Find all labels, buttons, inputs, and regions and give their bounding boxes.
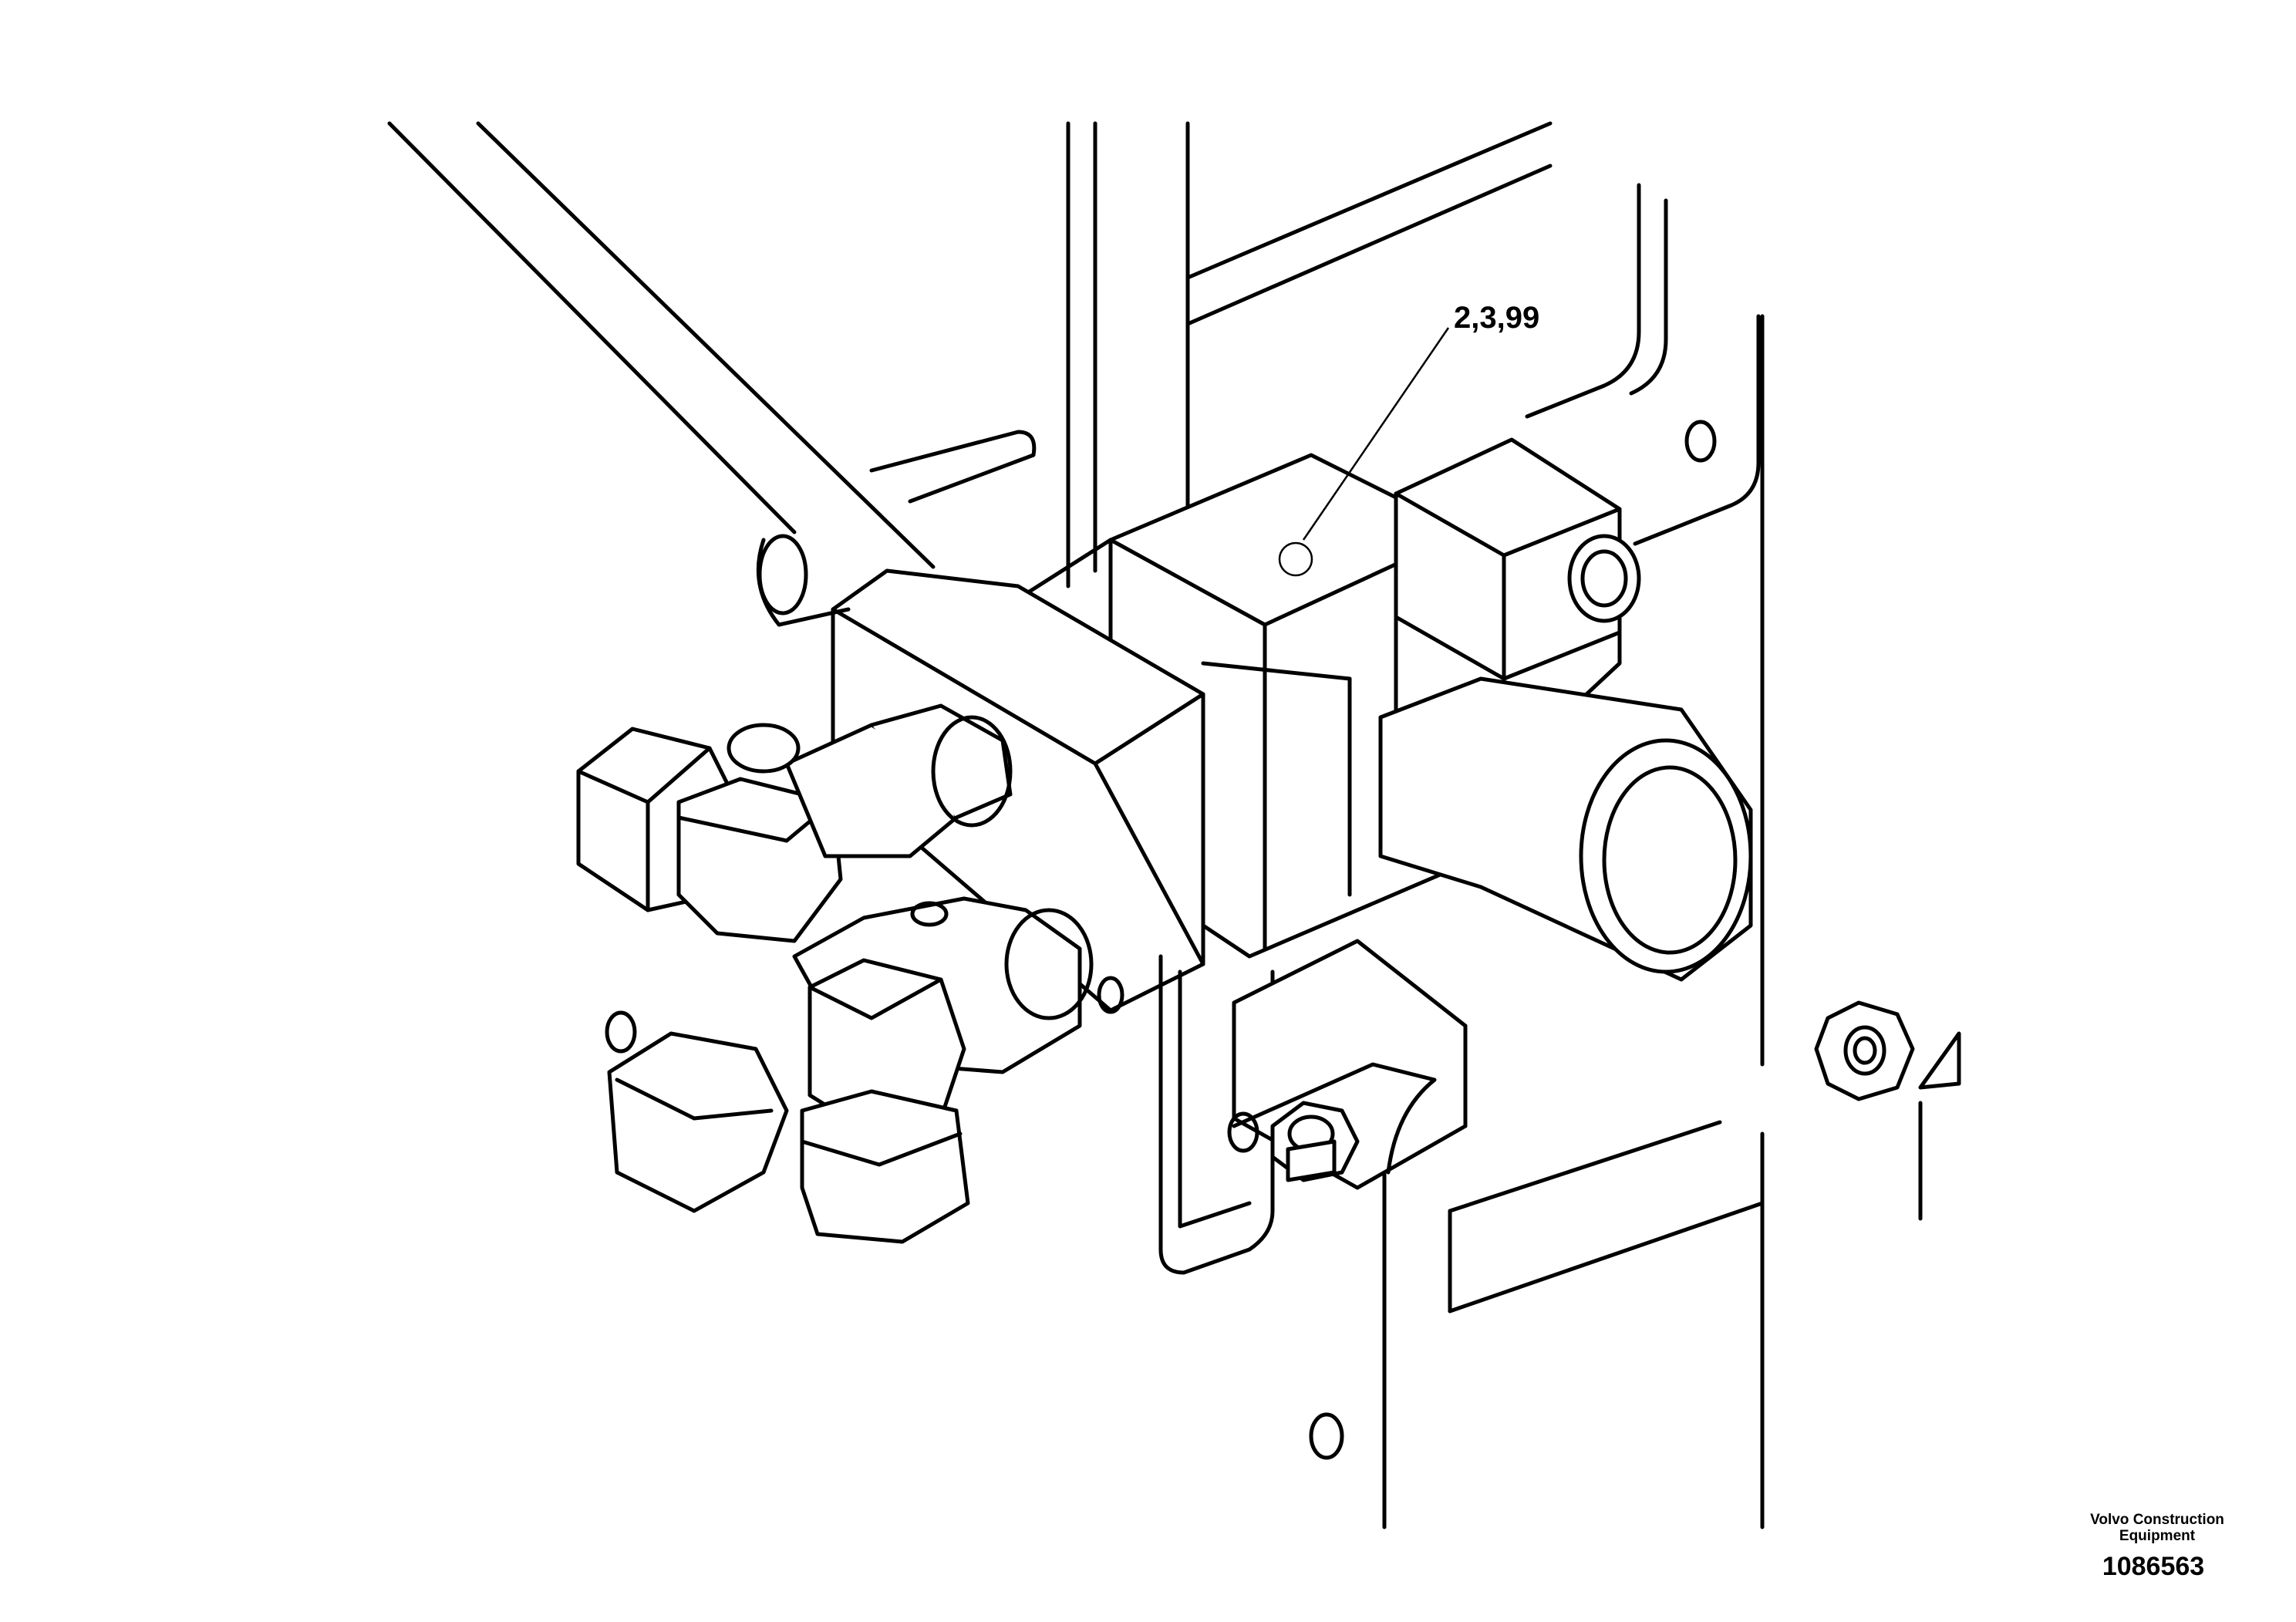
brand-name: Volvo Construction Equipment	[2090, 1512, 2224, 1544]
fittings-upper	[576, 703, 1013, 943]
callout: 2,3,99	[1278, 301, 1539, 577]
bracket-bolt	[1270, 1101, 1360, 1182]
edge-fragment	[1918, 1031, 1961, 1221]
document-number: 1086563	[2102, 1552, 2205, 1581]
hex-nut	[1814, 1000, 1915, 1101]
callout-marker	[1278, 541, 1313, 577]
diagonal-bar	[387, 121, 936, 569]
solenoid-cylinder	[1378, 676, 1753, 982]
callout-leader	[1302, 327, 1450, 541]
callout-label: 2,3,99	[1454, 301, 1539, 335]
upper-slot-bar	[869, 121, 1553, 504]
frame-rails	[1066, 121, 1190, 588]
bracket-plate	[1525, 183, 1765, 1067]
fittings-lower	[605, 896, 1124, 1244]
